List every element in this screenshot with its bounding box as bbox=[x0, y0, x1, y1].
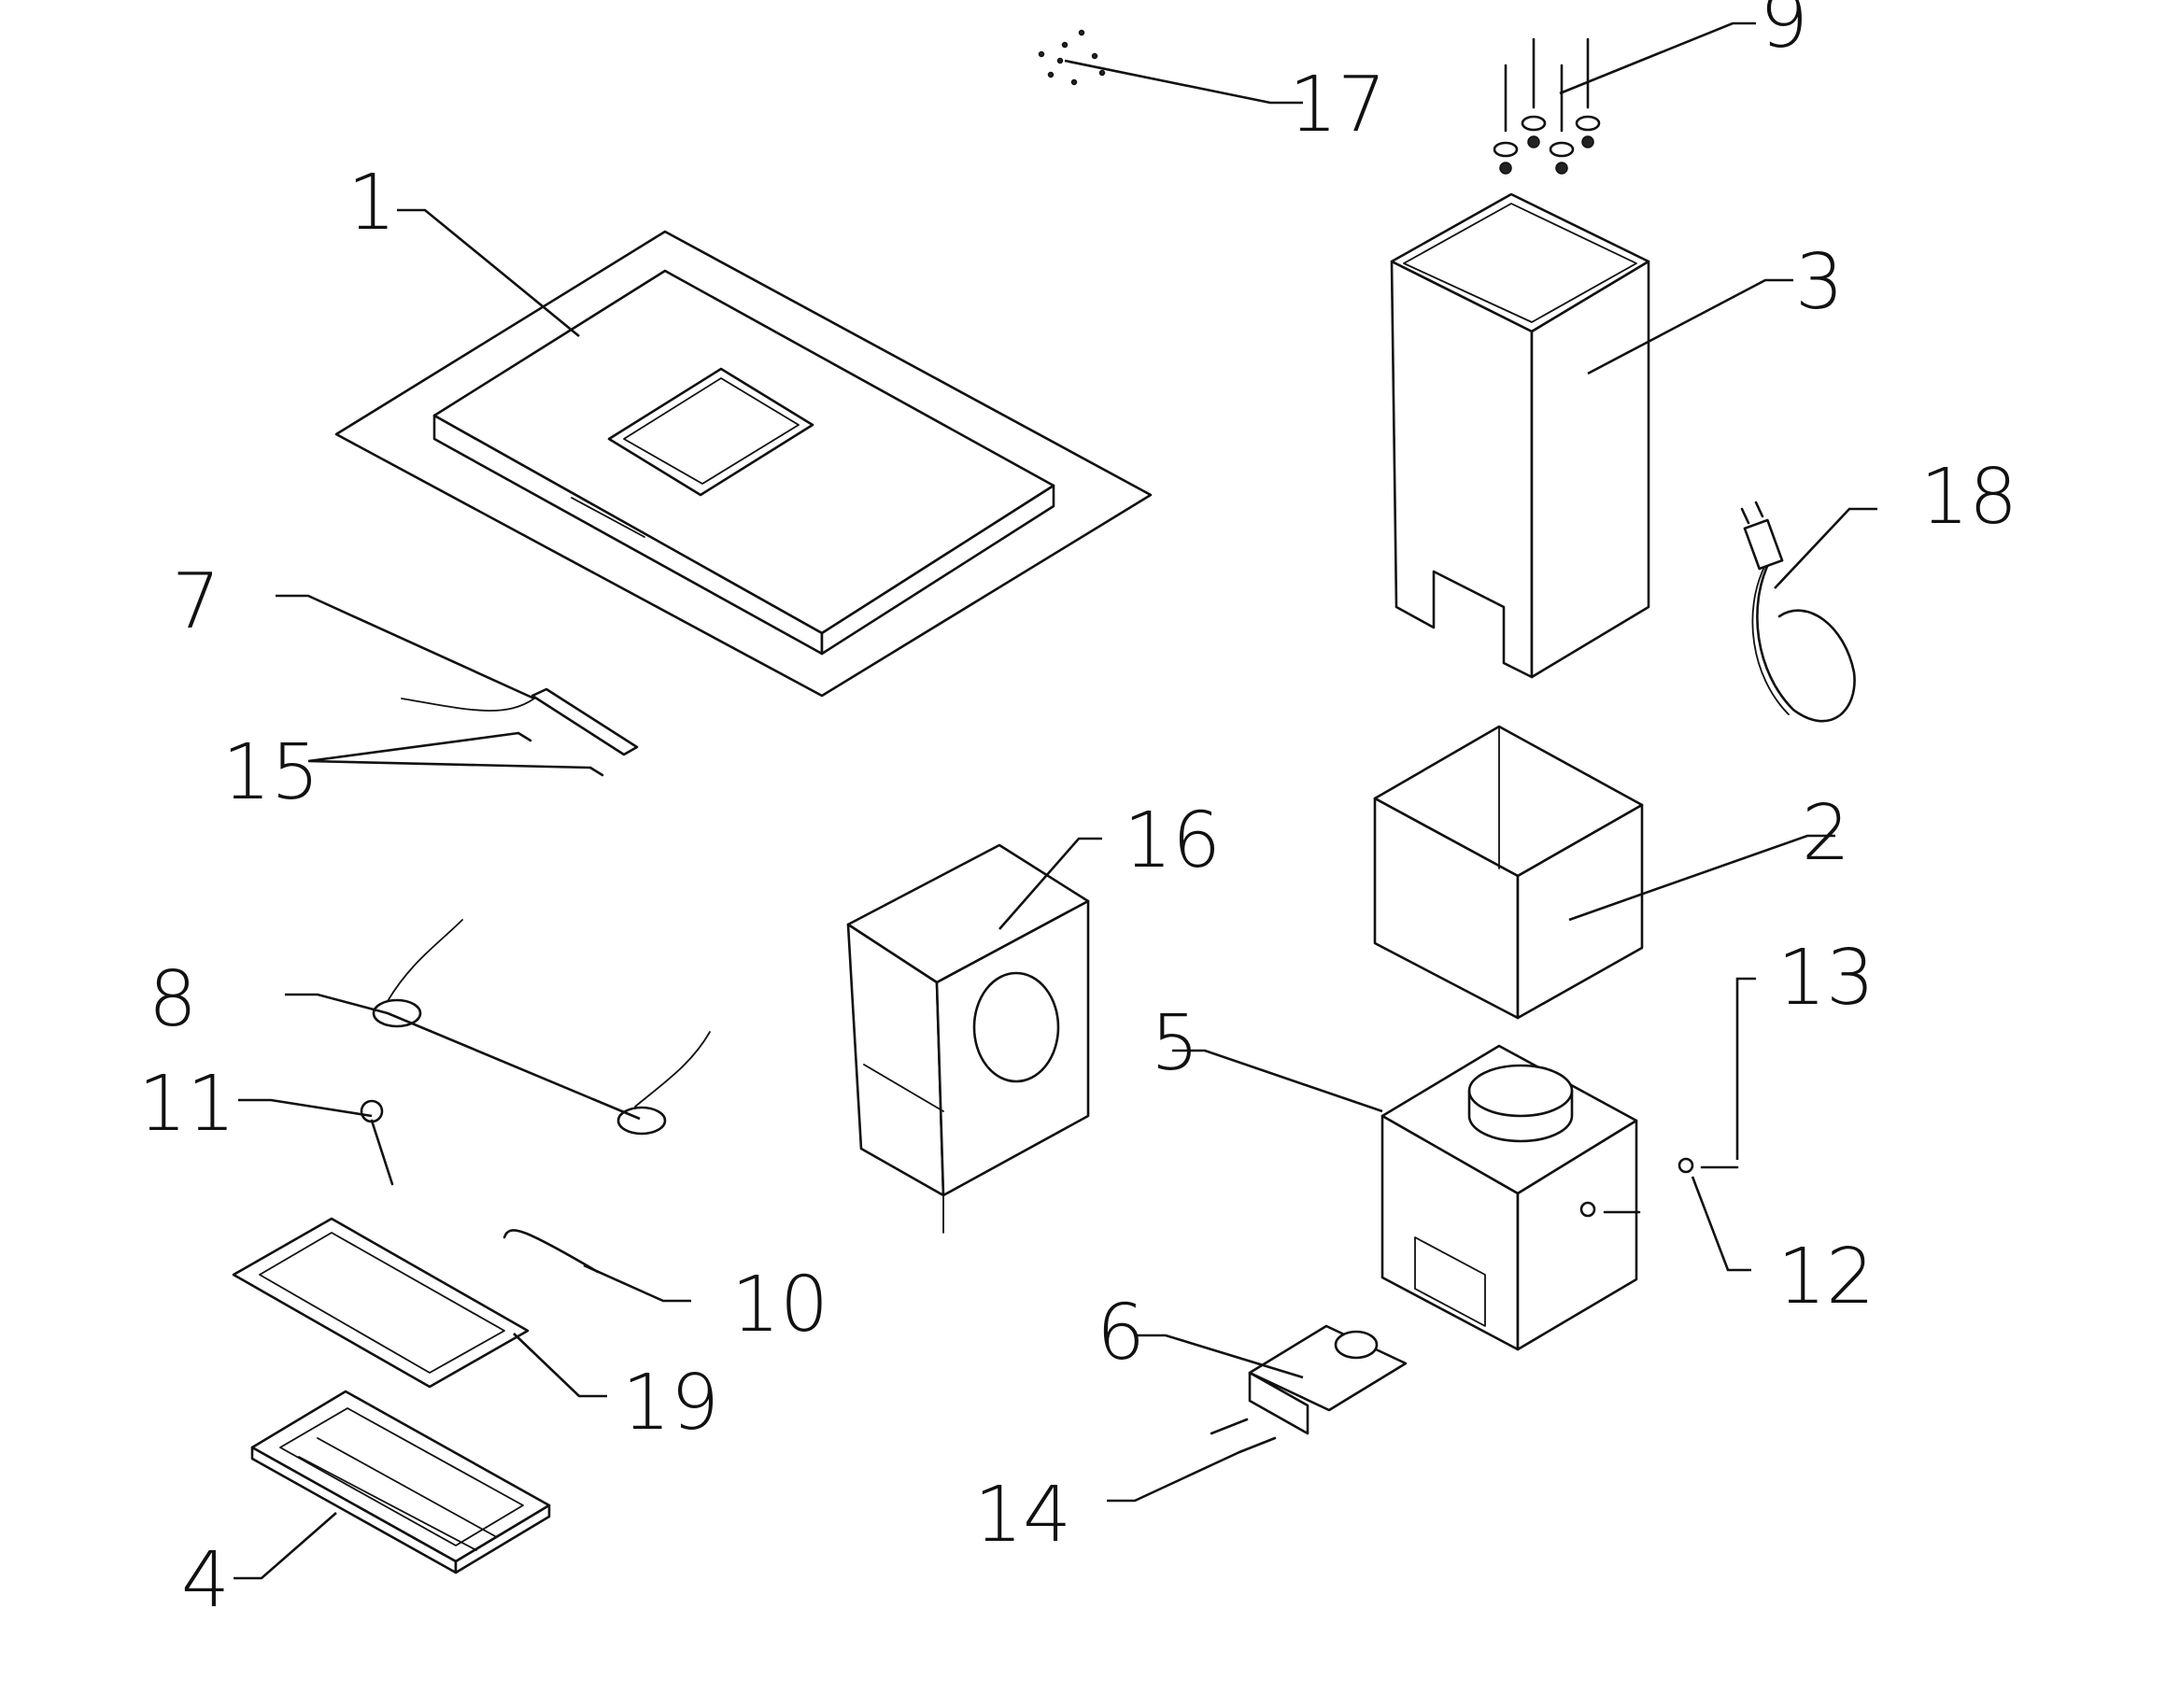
callout-5: 5 bbox=[1151, 999, 1199, 1088]
callout-3: 3 bbox=[1795, 238, 1844, 327]
callout-19: 19 bbox=[622, 1359, 719, 1447]
callout-7: 7 bbox=[172, 558, 220, 646]
part-9-bolts bbox=[1493, 37, 1601, 175]
part-3-chimney bbox=[1390, 192, 1650, 679]
part-6-capacitor bbox=[1248, 1324, 1408, 1435]
part-18-power-cord bbox=[1740, 501, 1856, 723]
part-14-screws bbox=[1210, 1418, 1277, 1454]
part-15-screws bbox=[517, 731, 604, 777]
callout-4: 4 bbox=[181, 1536, 230, 1625]
callout-1: 1 bbox=[347, 159, 396, 247]
callout-15: 15 bbox=[222, 728, 319, 817]
callout-18: 18 bbox=[1920, 453, 2017, 542]
part-11-clip bbox=[360, 1099, 394, 1186]
part-8-lamps bbox=[372, 919, 711, 1136]
part-12-13-screws bbox=[1579, 1157, 1739, 1218]
part-5-motor-housing bbox=[1380, 1044, 1638, 1351]
callout-11: 11 bbox=[138, 1060, 235, 1149]
part-2-lower-chimney bbox=[1373, 725, 1644, 1020]
callout-13: 13 bbox=[1777, 934, 1875, 1023]
callout-12: 12 bbox=[1777, 1233, 1875, 1321]
callout-10: 10 bbox=[731, 1261, 828, 1349]
part-1-canopy bbox=[334, 230, 1153, 698]
callout-6: 6 bbox=[1097, 1289, 1145, 1377]
part-17-screws bbox=[1038, 29, 1106, 86]
callout-9: 9 bbox=[1760, 0, 1808, 65]
callout-labels: 1 2 3 4 5 6 7 8 9 10 11 12 13 14 15 16 1… bbox=[138, 0, 2017, 1625]
callout-2: 2 bbox=[1802, 789, 1850, 878]
callout-8: 8 bbox=[149, 955, 197, 1044]
part-4-control-board bbox=[250, 1390, 551, 1574]
leader-lines bbox=[234, 21, 1877, 1580]
part-10-bracket bbox=[503, 1229, 600, 1274]
part-7-control-bar bbox=[401, 687, 639, 756]
callout-17: 17 bbox=[1289, 61, 1386, 149]
callout-16: 16 bbox=[1124, 797, 1221, 885]
callout-14: 14 bbox=[974, 1471, 1071, 1560]
part-19-filter-frame bbox=[232, 1217, 530, 1389]
part-16-blower-frame bbox=[846, 843, 1090, 1234]
